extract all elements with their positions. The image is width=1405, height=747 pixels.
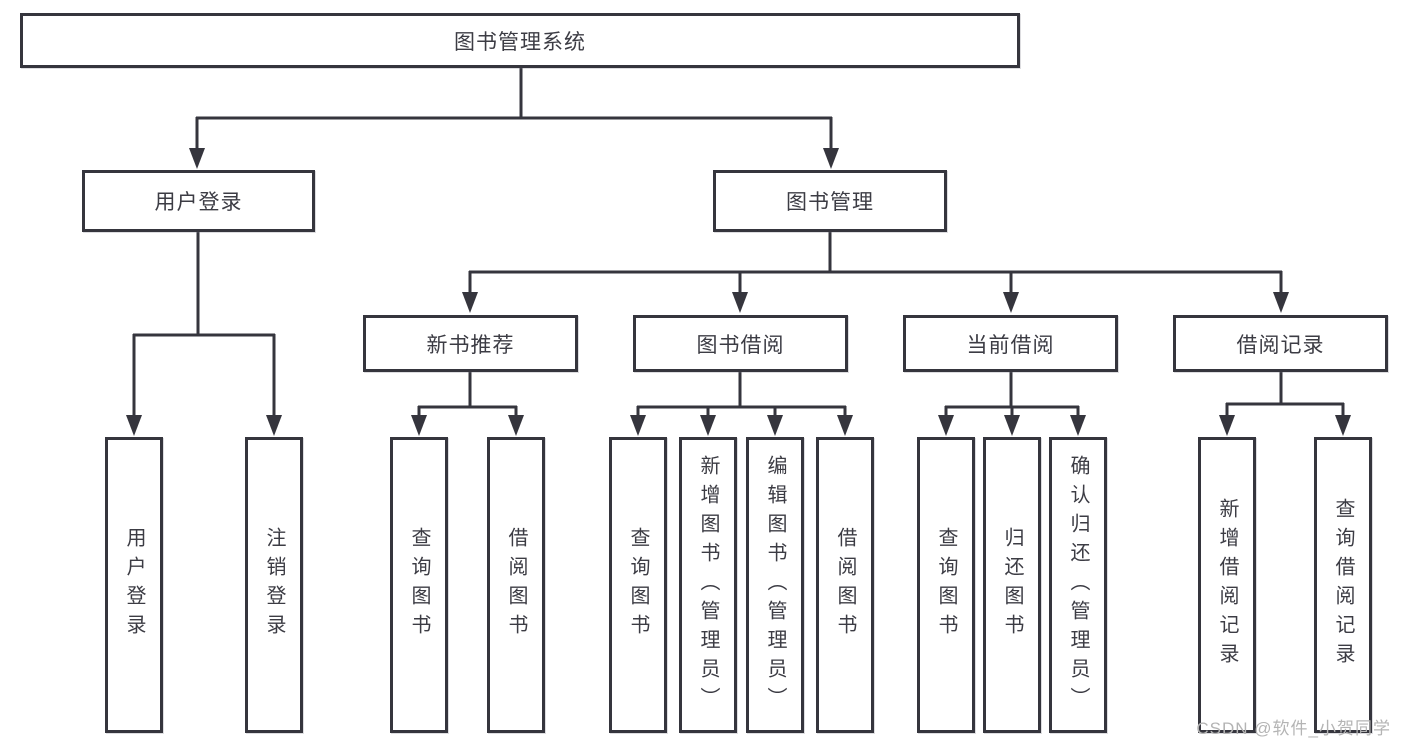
leaf-query-books-current: 查询图书 xyxy=(917,437,975,733)
leaf-logout: 注销登录 xyxy=(245,437,303,733)
node-label: 图书管理系统 xyxy=(454,30,586,54)
node-label: 查询借阅记录 xyxy=(1332,498,1354,672)
leaf-confirm-return-admin: 确认归还（管理员） xyxy=(1049,437,1107,733)
node-library-management-system: 图书管理系统 xyxy=(20,13,1020,68)
node-borrow-records: 借阅记录 xyxy=(1173,315,1388,372)
leaf-add-borrow-record: 新增借阅记录 xyxy=(1198,437,1256,733)
node-label: 用户登录 xyxy=(123,527,145,643)
node-label: 查询图书 xyxy=(935,527,957,643)
node-label: 查询图书 xyxy=(408,527,430,643)
leaf-borrow-books: 借阅图书 xyxy=(816,437,874,733)
node-book-borrow: 图书借阅 xyxy=(633,315,848,372)
node-label: 借阅图书 xyxy=(505,527,527,643)
node-label: 新增借阅记录 xyxy=(1216,498,1238,672)
node-new-book-recommend: 新书推荐 xyxy=(363,315,578,372)
node-book-management: 图书管理 xyxy=(713,170,947,232)
node-label: 借阅记录 xyxy=(1236,333,1325,357)
node-label: 新增图书（管理员） xyxy=(697,454,719,716)
node-label: 新书推荐 xyxy=(426,333,515,357)
node-current-borrow: 当前借阅 xyxy=(903,315,1118,372)
node-label: 图书管理 xyxy=(786,191,874,214)
leaf-add-books-admin: 新增图书（管理员） xyxy=(679,437,737,733)
node-label: 借阅图书 xyxy=(834,527,856,643)
leaf-edit-books-admin: 编辑图书（管理员） xyxy=(746,437,804,733)
node-label: 用户登录 xyxy=(154,191,243,214)
node-user-login: 用户登录 xyxy=(82,170,315,232)
node-label: 归还图书 xyxy=(1001,527,1023,643)
leaf-query-books-borrow: 查询图书 xyxy=(609,437,667,733)
leaf-query-borrow-record: 查询借阅记录 xyxy=(1314,437,1372,733)
node-label: 编辑图书（管理员） xyxy=(764,454,786,716)
node-label: 图书借阅 xyxy=(696,333,785,357)
leaf-user-login: 用户登录 xyxy=(105,437,163,733)
leaf-borrow-books-recommend: 借阅图书 xyxy=(487,437,545,733)
node-label: 确认归还（管理员） xyxy=(1067,454,1089,716)
node-label: 当前借阅 xyxy=(966,333,1055,357)
leaf-return-books: 归还图书 xyxy=(983,437,1041,733)
node-label: 注销登录 xyxy=(263,527,285,643)
leaf-query-books-recommend: 查询图书 xyxy=(390,437,448,733)
csdn-watermark: CSDN @软件_小贺同学 xyxy=(1196,719,1391,738)
node-label: 查询图书 xyxy=(627,527,649,643)
